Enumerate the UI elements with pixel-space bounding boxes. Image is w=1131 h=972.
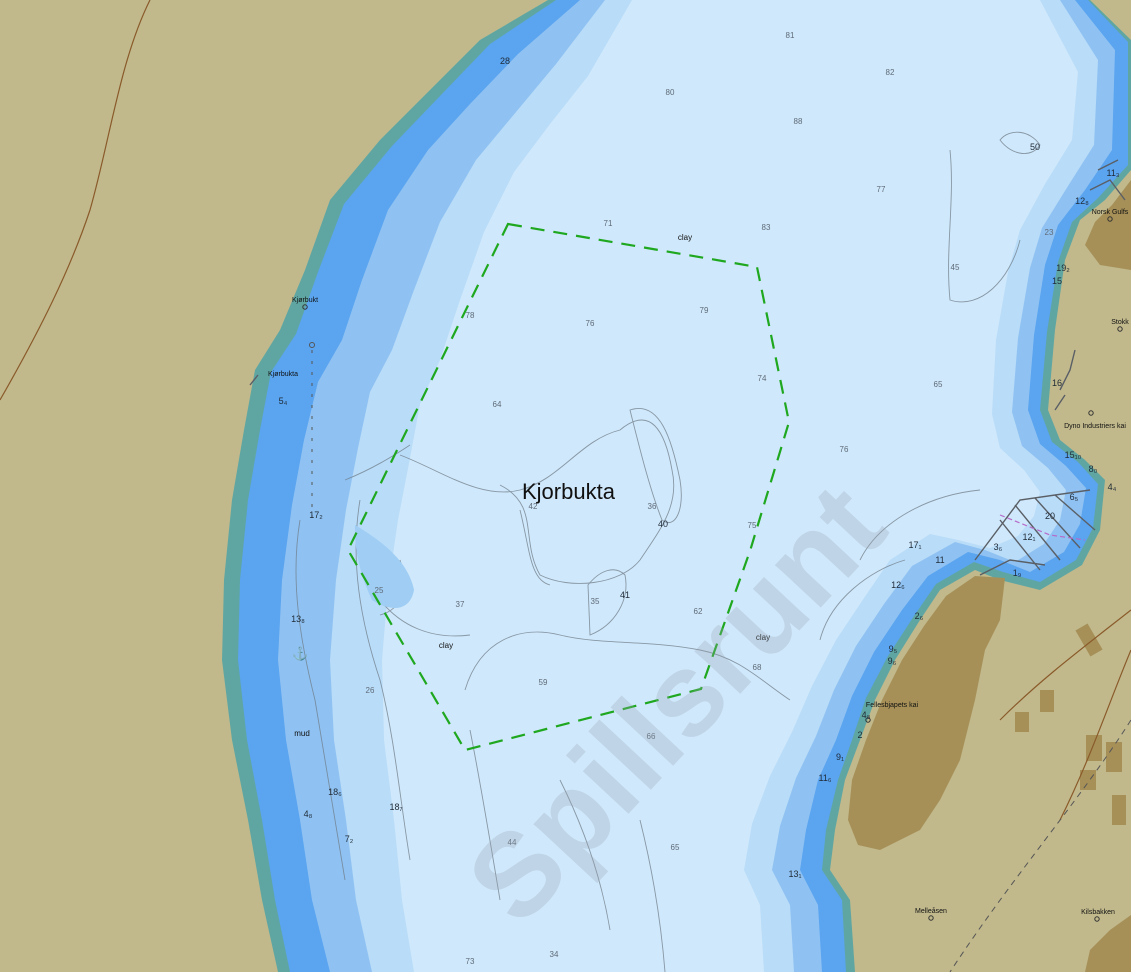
seabed-notes: clay clay clay mud <box>294 233 770 738</box>
depth-sounding: 68 <box>753 663 762 672</box>
land-lines <box>0 0 1131 821</box>
depth-sounding-shallow: 2 <box>857 730 862 740</box>
depth-contours <box>295 131 1041 972</box>
depth-sounding-shallow: 9₁ <box>836 752 844 762</box>
land-pier-north <box>1085 180 1131 270</box>
seabed-note: clay <box>678 233 692 242</box>
depth-sounding-shallow: 50 <box>1030 142 1040 152</box>
depth-sounding-shallow: 28 <box>500 56 510 66</box>
depth-sounding: 66 <box>647 732 656 741</box>
depth-sounding: 23 <box>1045 228 1054 237</box>
depth-sounding-shallow: 15₁₀ <box>1065 450 1082 460</box>
depth-sounding: 65 <box>934 380 943 389</box>
depth-sounding: 35 <box>591 597 600 606</box>
depth-sounding-shallow: 8₀ <box>1089 464 1098 474</box>
depth-sounding: 59 <box>539 678 548 687</box>
place-label: Dyno Industriers kai <box>1064 423 1126 430</box>
depth-sounding-shallow: 3₆ <box>994 542 1003 552</box>
cable-line <box>999 514 1086 541</box>
depth-sounding-shallow: 4₈ <box>304 809 313 819</box>
shoal-west <box>354 525 414 609</box>
depth-sounding-shallow: 16 <box>1052 378 1062 388</box>
depth-sounding: 77 <box>877 185 886 194</box>
depth-sounding-shallow: 15 <box>1052 276 1062 286</box>
depth-sounding: 75 <box>748 521 757 530</box>
depth-sounding: 62 <box>694 607 703 616</box>
place-label: Kjørbukta <box>268 371 298 378</box>
depth-sounding-shallow: 18₇ <box>389 802 402 812</box>
depth-sounding: 36 <box>648 502 657 511</box>
depth-sounding-shallow: 19₂ <box>1056 263 1070 273</box>
depth-sounding-shallow: 11₆ <box>819 773 832 783</box>
place-label: Kilsbakken <box>1081 909 1115 916</box>
depth-sounding-shallow: 1₉ <box>1013 568 1022 578</box>
area-of-interest[interactable] <box>346 222 791 752</box>
depth-sounding: 64 <box>493 400 502 409</box>
depth-sounding-shallow: 4₈ <box>862 710 871 720</box>
depth-sounding: 65 <box>671 843 680 852</box>
depth-sounding-shallow: 41 <box>620 590 630 600</box>
depth-sounding: 34 <box>550 950 559 959</box>
anchor-markers <box>309 342 315 520</box>
place-label: Norsk Gulfs <box>1092 209 1129 216</box>
land-dashed-line <box>949 719 1131 972</box>
buildings <box>1015 623 1126 825</box>
place-label: Kjørbukt <box>292 297 318 304</box>
depth-sounding-shallow: 18₆ <box>328 787 342 797</box>
depth-sounding-shallow: 5₄ <box>279 396 288 406</box>
depth-sounding: 74 <box>758 374 767 383</box>
depth-sounding-shallow: 9₅ <box>889 644 898 654</box>
depth-sounding-shallow: 40 <box>658 519 668 529</box>
depth-sounding-shallow: 11₃ <box>1106 168 1119 178</box>
depth-sounding-shallow: 12₈ <box>1075 196 1089 206</box>
depth-sounding-shallow: 9₆ <box>888 656 897 666</box>
map-title: Kjorbukta <box>522 479 616 504</box>
depth-sounding: 78 <box>466 311 475 320</box>
depth-sounding: 82 <box>886 68 895 77</box>
depth-sounding-shallow: 11 <box>935 555 944 565</box>
depth-sounding-shallow: 6₅ <box>1070 492 1079 502</box>
anchor-icon: ⚓ <box>292 646 308 661</box>
depth-sounding: 26 <box>366 686 375 695</box>
depth-sounding: 25 <box>375 586 384 595</box>
depth-sounding-shallow: 12₁ <box>1022 532 1035 542</box>
depth-sounding: 71 <box>604 219 613 228</box>
depth-sounding: 76 <box>586 319 595 328</box>
depth-sounding: 81 <box>786 31 795 40</box>
place-label: Melleåsen <box>915 907 947 915</box>
place-dots <box>302 216 1123 922</box>
depth-sounding-shallow: 12₆ <box>891 580 905 590</box>
depth-sounding: 37 <box>456 600 465 609</box>
depth-sounding-shallow: 17₁ <box>908 540 921 550</box>
water-deep <box>382 0 1078 972</box>
depth-sounding: 73 <box>466 957 475 966</box>
depth-sounding: 45 <box>951 263 960 272</box>
depth-sounding: 83 <box>762 223 771 232</box>
seabed-note: clay <box>756 633 770 642</box>
depth-sounding: 44 <box>508 838 517 847</box>
depth-sounding: 76 <box>840 445 849 454</box>
depth-sounding: 80 <box>666 88 675 97</box>
seabed-note: mud <box>294 729 310 738</box>
depth-sounding: 88 <box>794 117 803 126</box>
land-peninsula-east <box>848 576 1005 850</box>
depth-sounding-shallow: 2₆ <box>915 611 924 621</box>
depth-sounding-shallow: 17₂ <box>309 510 323 520</box>
depth-sounding-shallow: 13₈ <box>291 614 305 624</box>
depth-sounding: 42 <box>529 502 538 511</box>
jetty-lines <box>249 159 1126 576</box>
place-label: Stokk <box>1111 319 1129 326</box>
seabed-note: clay <box>439 641 453 650</box>
depth-sounding: 79 <box>700 306 709 315</box>
depth-sounding-shallow: 4₄ <box>1108 482 1117 492</box>
depth-sounding-shallow: 20 <box>1045 511 1055 521</box>
depth-soundings-dark: 28 50 11₃ 12₈ 19₂ 15 16 5₄ 15₁₀ 8₀ 4₄ 17₂ 6₅ 20 40 12₁ 1… <box>279 56 1120 879</box>
depth-sounding-shallow: 13₁ <box>788 869 801 879</box>
place-label: Fellesbjapets kai <box>866 702 919 709</box>
land-pier-south <box>1085 915 1131 972</box>
depth-sounding-shallow: 7₂ <box>345 834 354 844</box>
